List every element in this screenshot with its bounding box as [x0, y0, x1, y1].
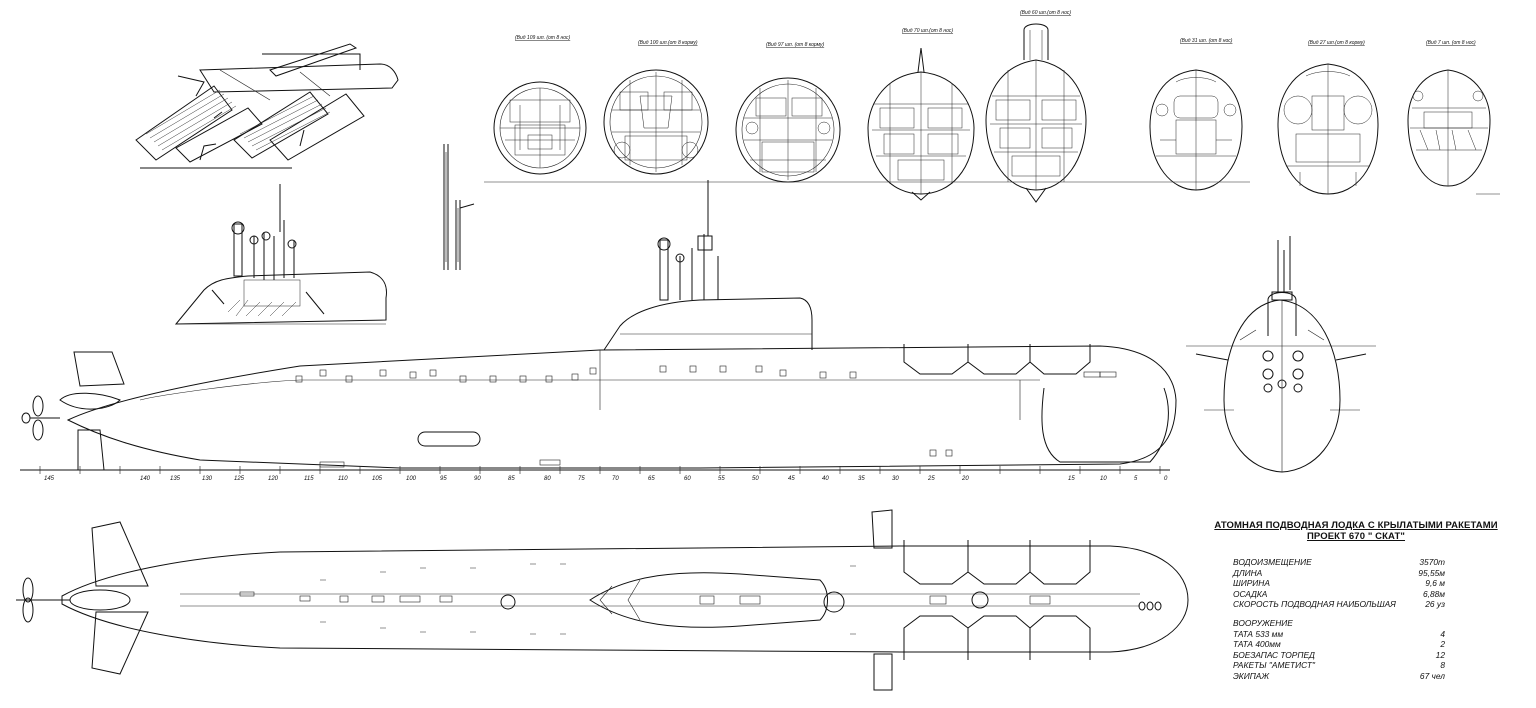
- spec-label: ШИРИНА: [1233, 578, 1270, 588]
- scale-mark-10: 10: [1100, 476, 1107, 482]
- scale-mark-35: 35: [858, 476, 865, 482]
- hull-hatches: [295, 365, 1117, 468]
- scale-mark-120: 120: [268, 476, 279, 482]
- title-line-1: АТОМНАЯ ПОДВОДНАЯ ЛОДКА С КРЫЛАТЫМИ РАКЕ…: [1214, 520, 1498, 531]
- spec-value: 9,6 м: [1425, 578, 1445, 588]
- cross-section-8: (Вид 7 шп. (от 8 нос): [1407, 40, 1491, 187]
- spec-label: СКОРОСТЬ ПОДВОДНАЯ НАИБОЛЬШАЯ: [1233, 599, 1396, 609]
- cross-section-7: (Вид 27 шп.(от 8 корму): [1277, 40, 1379, 195]
- armament-row: ЭКИПАЖ 67 чел: [1233, 671, 1453, 682]
- spec-label: ДЛИНА: [1233, 567, 1263, 578]
- armament-label: ЭКИПАЖ: [1233, 670, 1270, 681]
- scale-mark-95: 95: [440, 476, 447, 482]
- scale-mark-80: 80: [544, 476, 551, 482]
- scale-mark-70: 70: [612, 476, 619, 482]
- missile-launcher-detail: [135, 43, 399, 169]
- cross-section-4: (Вид 70 шп.(от 8 нос): [867, 28, 975, 201]
- armament-row: ТАТА 533 мм 4: [1233, 629, 1453, 640]
- spec-row: СКОРОСТЬ ПОДВОДНАЯ НАИБОЛЬШАЯ 26 уз: [1233, 599, 1453, 610]
- scale-mark-90: 90: [474, 476, 481, 482]
- scale-mark-140: 140: [140, 476, 151, 482]
- sail-detail: [174, 184, 387, 325]
- armament-label: РАКЕТЫ "АМЕТИСТ": [1233, 660, 1315, 670]
- scale-mark-130: 130: [202, 476, 213, 482]
- cross-sections: (Вид 109 шп. (от 8 нос) (Вид 100 шп.(от …: [484, 10, 1500, 203]
- scale-mark-145: 145: [44, 476, 55, 482]
- armament-row: ТАТА 400мм 2: [1233, 639, 1453, 650]
- armament-label: ТАТА 533 мм: [1233, 628, 1284, 639]
- scale-mark-85: 85: [508, 476, 515, 482]
- armament-heading-row: ВООРУЖЕНИЕ: [1233, 618, 1453, 629]
- scale-mark-65: 65: [648, 476, 655, 482]
- cross-section-6: (Вид 31 шп. (от 8 нос): [1149, 38, 1243, 191]
- mast-detail: [443, 144, 475, 270]
- section-label-2: (Вид 100 шп.(от 8 корму): [638, 40, 698, 46]
- propeller-top: [16, 577, 131, 623]
- front-view: [1186, 236, 1376, 473]
- scale-mark-60: 60: [684, 476, 691, 482]
- spec-value: 3570т: [1419, 557, 1445, 567]
- scale-mark-25: 25: [927, 476, 935, 482]
- section-label-6: (Вид 31 шп. (от 8 нос): [1180, 38, 1233, 44]
- scale-mark-105: 105: [372, 476, 383, 482]
- scale-mark-125: 125: [234, 476, 245, 482]
- scale-mark-30: 30: [892, 476, 899, 482]
- spec-row: ШИРИНА 9,6 м: [1233, 578, 1453, 589]
- scale-mark-50: 50: [752, 476, 759, 482]
- scale-mark-75: 75: [578, 476, 585, 482]
- scale-mark-55: 55: [718, 476, 725, 482]
- section-label-7: (Вид 27 шп.(от 8 корму): [1308, 40, 1365, 46]
- cross-section-5: (Вид 60 шп.(от 8 нос): [985, 10, 1087, 203]
- side-profile: [21, 180, 1177, 471]
- scale-mark-0: 0: [1164, 476, 1168, 482]
- cross-section-1: (Вид 109 шп. (от 8 нос): [493, 35, 587, 175]
- armament-label: БОЕЗАПАС ТОРПЕД: [1233, 649, 1315, 660]
- title-line-2: ПРОЕКТ 670 " СКАТ": [1306, 531, 1406, 542]
- armament-value: 8: [1440, 660, 1445, 670]
- armament-value: 12: [1435, 649, 1445, 660]
- scale-mark-5: 5: [1134, 476, 1138, 482]
- cross-section-2: (Вид 100 шп.(от 8 корму): [603, 40, 709, 175]
- spec-value: 26 уз: [1425, 599, 1445, 609]
- scale-mark-40: 40: [822, 476, 829, 482]
- spec-label: ВОДОИЗМЕЩЕНИЕ: [1233, 557, 1312, 567]
- section-label-1: (Вид 109 шп. (от 8 нос): [515, 35, 571, 41]
- spec-row: ДЛИНА 95,55м: [1233, 568, 1453, 579]
- spec-row: ВОДОИЗМЕЩЕНИЕ 3570т: [1233, 557, 1453, 568]
- armament-label: ТАТА 400мм: [1233, 639, 1281, 649]
- scale-mark-15: 15: [1068, 476, 1075, 482]
- spec-table: ВОДОИЗМЕЩЕНИЕ 3570т ДЛИНА 95,55м ШИРИНА 9,6…: [1233, 557, 1453, 681]
- armament-row: РАКЕТЫ "АМЕТИСТ" 8: [1233, 660, 1453, 671]
- propeller-side: [21, 395, 60, 441]
- section-label-5: (Вид 60 шп.(от 8 нос): [1020, 10, 1071, 16]
- spec-value: 95,55м: [1418, 567, 1445, 578]
- scale-mark-115: 115: [304, 476, 314, 482]
- top-view: [16, 509, 1189, 691]
- spec-row: ОСАДКА 6,88м: [1233, 589, 1453, 600]
- armament-heading: ВООРУЖЕНИЕ: [1233, 617, 1293, 628]
- section-label-8: (Вид 7 шп. (от 8 нос): [1426, 40, 1476, 46]
- spec-label: ОСАДКА: [1233, 588, 1268, 599]
- armament-value: 4: [1440, 628, 1445, 639]
- scale-mark-110: 110: [338, 476, 348, 482]
- scale-mark-100: 100: [406, 476, 417, 482]
- section-label-3: (Вид 97 шп. (от 8 корму): [766, 42, 824, 48]
- armament-value: 67 чел: [1419, 670, 1445, 681]
- frame-scale: 145 140 135 130 125 120 115 110 105 100 …: [20, 466, 1170, 482]
- scale-mark-45: 45: [788, 476, 795, 482]
- title-block: АТОМНАЯ ПОДВОДНАЯ ЛОДКА С КРЫЛАТЫМИ РАКЕ…: [1196, 520, 1516, 542]
- cross-section-3: (Вид 97 шп. (от 8 корму): [735, 42, 841, 183]
- scale-mark-20: 20: [961, 476, 969, 482]
- spec-value: 6,88м: [1422, 588, 1445, 599]
- armament-row: БОЕЗАПАС ТОРПЕД 12: [1233, 650, 1453, 661]
- section-label-4: (Вид 70 шп.(от 8 нос): [902, 28, 953, 34]
- torpedo-tube-cluster: [135, 75, 365, 163]
- scale-mark-135: 135: [170, 476, 181, 482]
- armament-value: 2: [1440, 639, 1445, 649]
